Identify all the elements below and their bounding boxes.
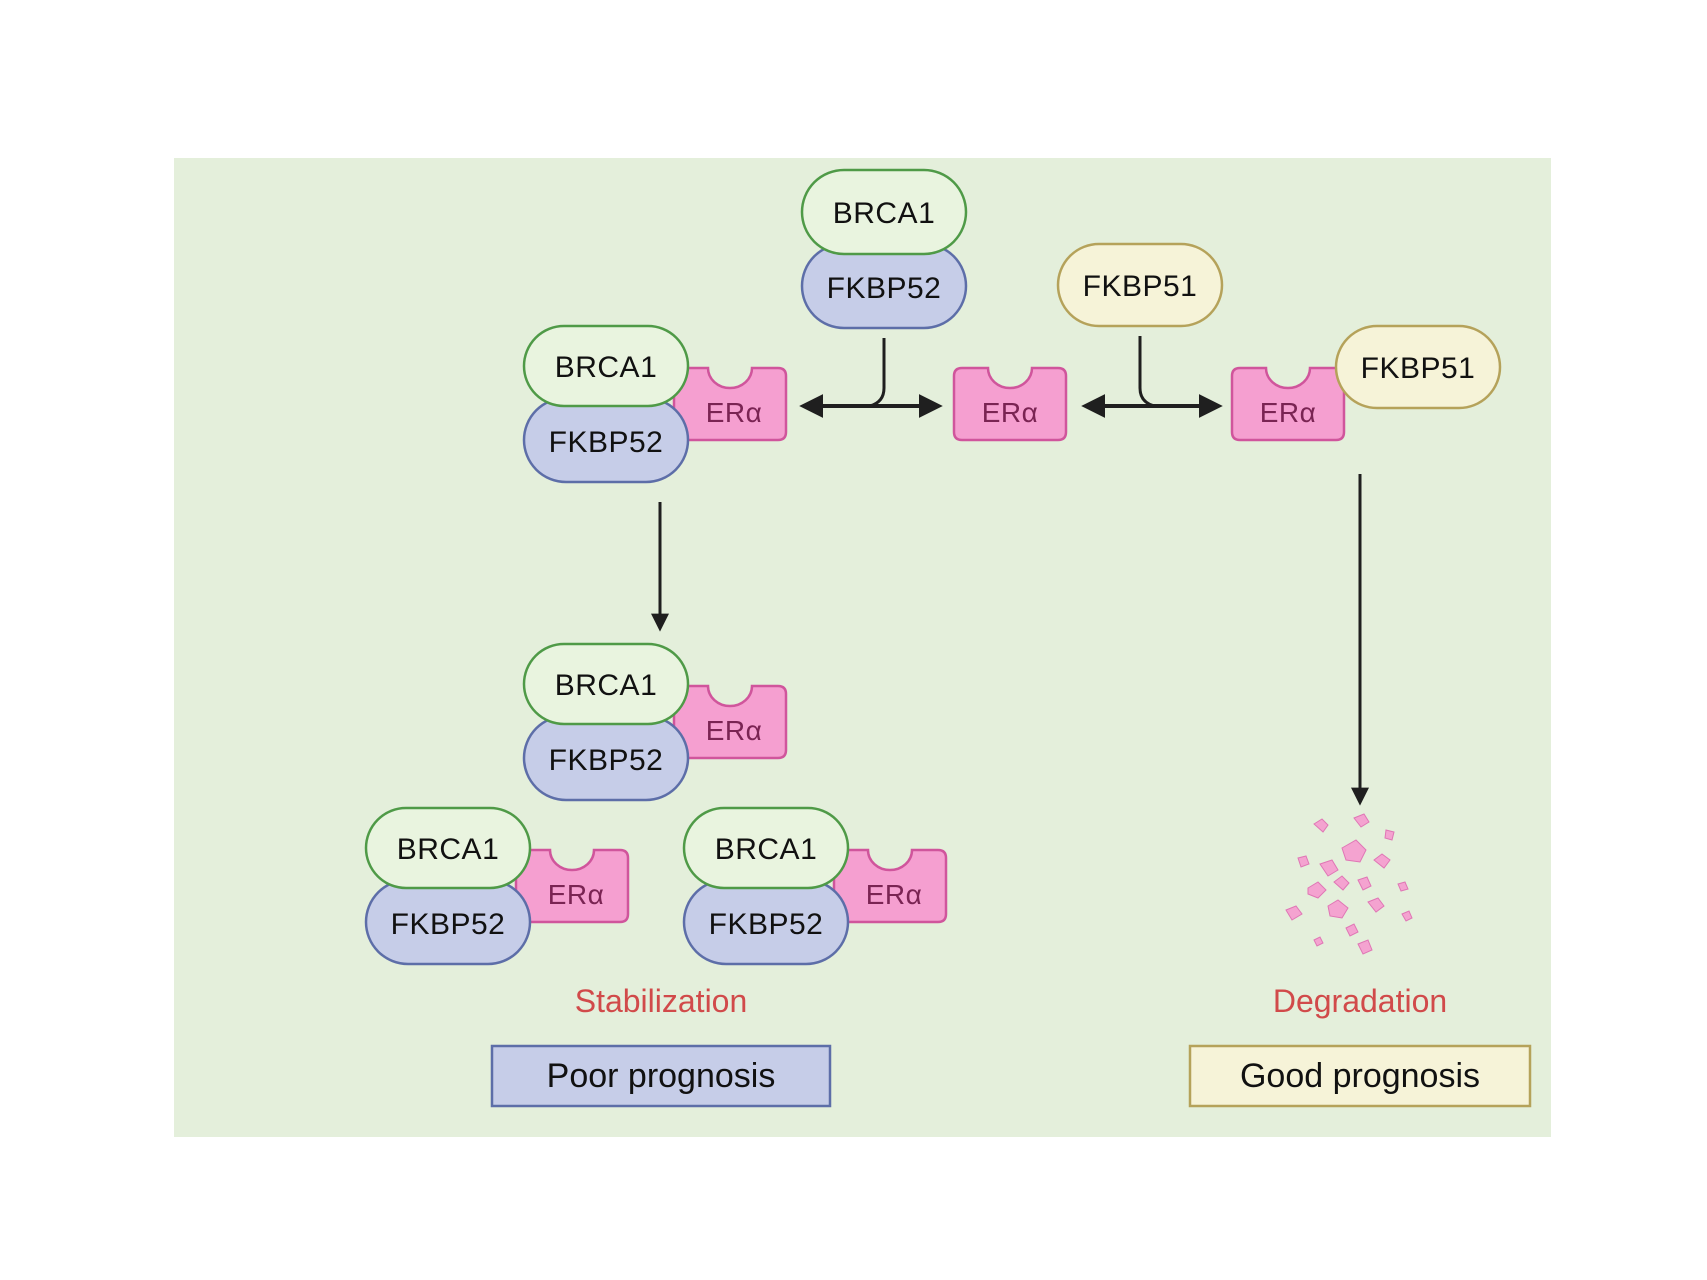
fragment [1297,855,1310,868]
complex-left-row2: ERα BRCA1 FKBP52 [522,324,788,484]
fragment [1357,939,1373,955]
fkbp52-label: FKBP52 [549,744,664,777]
brca1-pill [682,806,850,890]
top-brca1-fkbp52-complex: BRCA1 FKBP52 [800,168,968,330]
fkbp52-label: FKBP52 [549,426,664,459]
fragment [1313,818,1329,833]
fkbp51-pill [1334,324,1502,410]
era-fkbp51-complex: ERα FKBP51 [1230,324,1502,442]
stabilization-label: Stabilization [575,983,748,1019]
fkbp52-label: FKBP52 [709,908,824,941]
fkbp51-label: FKBP51 [1083,270,1198,303]
brca1-label: BRCA1 [555,669,658,702]
degradation-label: Degradation [1273,983,1447,1019]
fragment [1384,829,1395,841]
fragment [1285,905,1303,921]
arrow-left-double [799,338,943,418]
poor-prognosis-label: Poor prognosis [547,1057,776,1095]
fragment [1397,881,1409,892]
brca1-pill [800,168,968,256]
fragment [1373,853,1391,869]
brca1-label: BRCA1 [715,833,818,866]
complex-bottom-left: ERα BRCA1 FKBP52 [364,806,630,966]
brca1-pill [522,642,690,726]
fragment [1341,839,1367,863]
branch-connector [1138,336,1155,408]
fragments-icon [1285,813,1413,955]
era-free-center: ERα [952,366,1068,442]
fragment [1319,859,1339,877]
fkbp51-pill [1056,242,1224,328]
poor-prognosis-rect [490,1044,832,1108]
fragment [1345,923,1359,937]
arrow-right-double [1081,336,1223,418]
brca1-label: BRCA1 [833,197,936,230]
fragment [1313,936,1324,947]
era-label: ERα [982,397,1039,428]
fragment [1353,813,1370,828]
good-prognosis-label: Good prognosis [1240,1057,1480,1095]
fkbp52-label: FKBP52 [827,272,942,305]
brca1-pill [522,324,690,408]
era-label: ERα [548,879,605,910]
complex-bottom-right: ERα BRCA1 FKBP52 [682,806,948,966]
fkbp51-label: FKBP51 [1361,352,1476,385]
brca1-pill [364,806,532,890]
brca1-label: BRCA1 [555,351,658,384]
fragment [1327,899,1349,919]
brca1-label: BRCA1 [397,833,500,866]
diagram-panel: BRCA1 FKBP52 FKBP51 ERα BRCA1 FKBP52 ERα… [174,158,1551,1137]
fragment [1357,876,1372,891]
era-label: ERα [1260,397,1317,428]
fkbp52-label: FKBP52 [391,908,506,941]
top-fkbp51: FKBP51 [1056,242,1224,328]
good-prognosis-rect [1188,1044,1532,1108]
fragment [1401,910,1413,922]
era-label: ERα [706,397,763,428]
good-prognosis-box: Good prognosis [1188,1044,1532,1108]
era-label: ERα [706,715,763,746]
poor-prognosis-box: Poor prognosis [490,1044,832,1108]
complex-left-row3: ERα BRCA1 FKBP52 [522,642,788,802]
fragment [1367,897,1385,913]
fragment [1307,881,1327,899]
fragment [1333,875,1350,891]
era-label: ERα [866,879,923,910]
branch-connector [869,338,886,408]
